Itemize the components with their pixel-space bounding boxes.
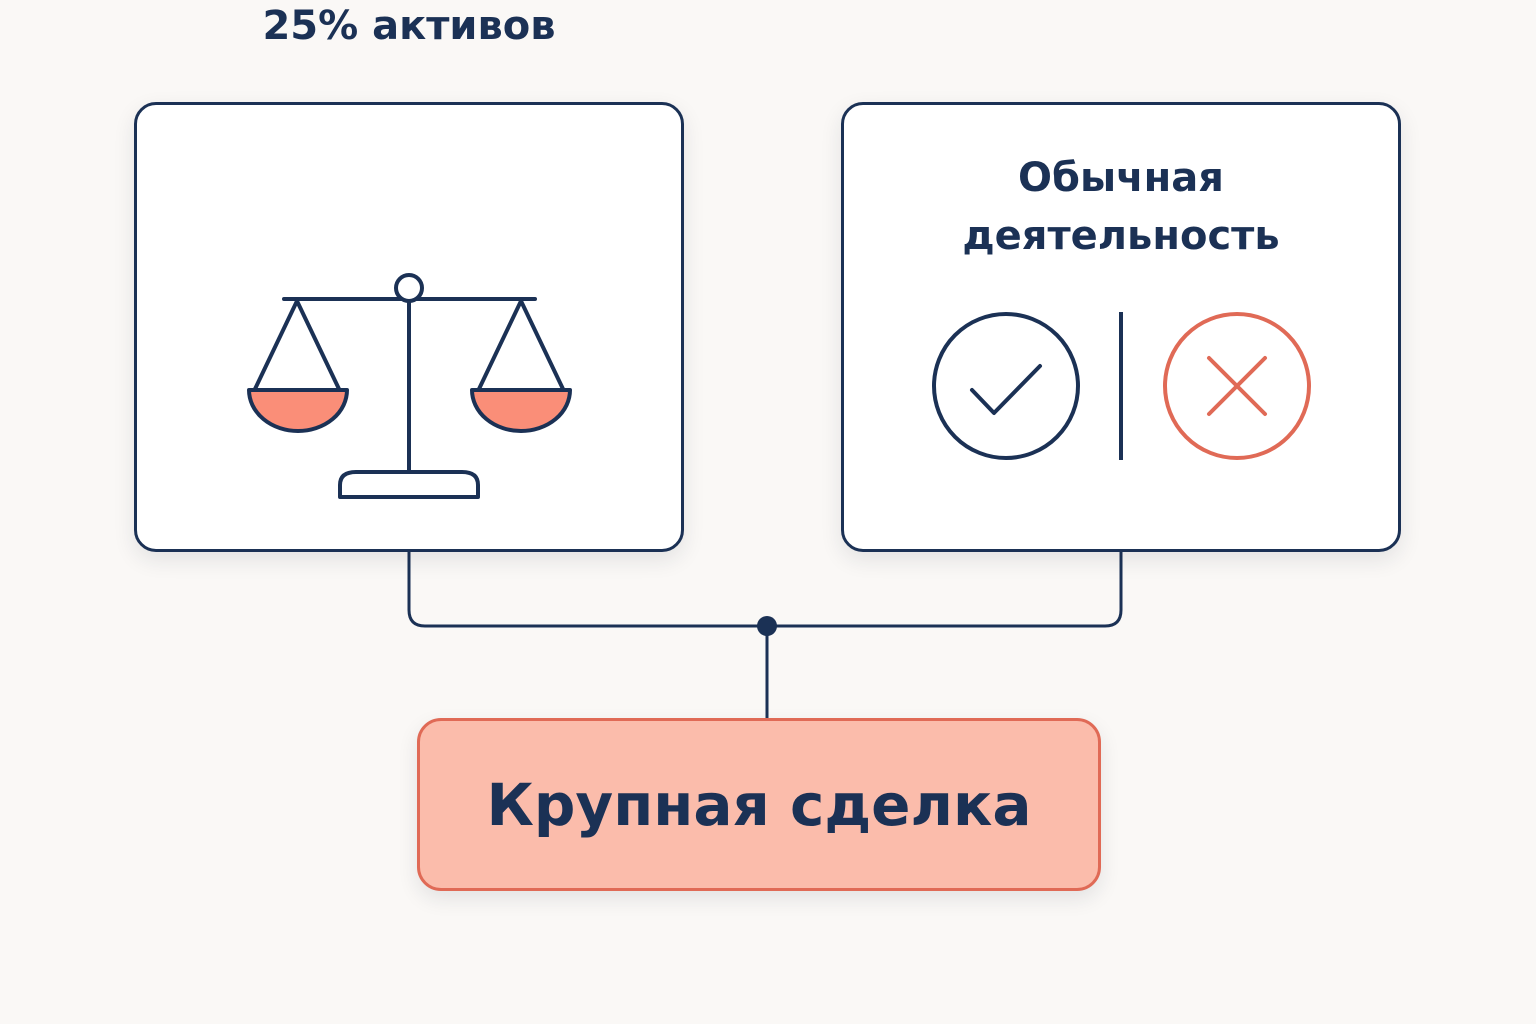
connector-left [407, 552, 767, 628]
check-circle-icon [932, 312, 1080, 460]
divider-line [1119, 312, 1123, 460]
connector-right [767, 552, 1123, 628]
business-card-title-line2: деятельность [962, 213, 1280, 259]
assets-card-title: 25% активов [262, 3, 556, 49]
junction-dot [757, 616, 777, 636]
cross-circle-icon [1163, 312, 1311, 460]
business-card-title-line1: Обычная [1018, 155, 1224, 201]
result-box: Крупная сделка [417, 718, 1101, 891]
result-label: Крупная сделка [486, 770, 1032, 839]
business-card-title: Обычная деятельность [841, 152, 1401, 262]
